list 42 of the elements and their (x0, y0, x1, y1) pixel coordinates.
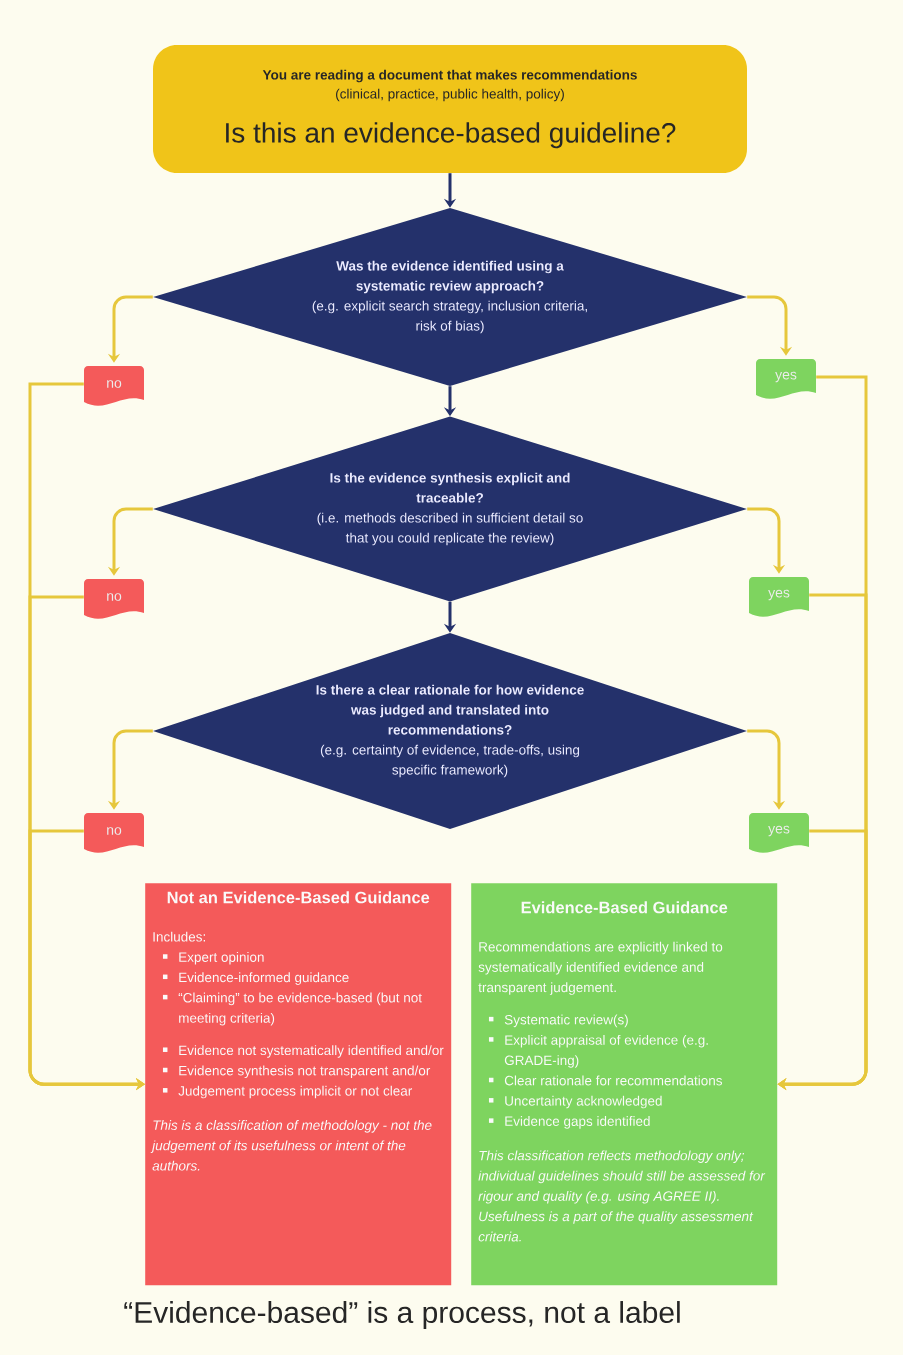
body-text: Recommendations are explicitly linked to systematically identified evidence and transparent judgement. (478, 941, 723, 995)
panel-heading: Evidence-Based Guidance (521, 901, 728, 914)
question-text: Is the evidence synthesis explicit and traceable? (330, 472, 570, 503)
body-text: (e.g. explicit search strategy, inclusion criteria, risk of bias) (312, 300, 587, 334)
decision-diamond (153, 208, 747, 386)
list-item: Expert opinion (162, 952, 264, 965)
heading-text: You are reading a document that makes recommendations (262, 69, 637, 83)
question-text: Is this an evidence-based guideline? (226, 122, 676, 149)
panel-heading: Not an Evidence-Based Guidance (167, 891, 430, 904)
list-item: Evidence-informed guidance (162, 972, 349, 985)
question-text: Is there a clear rationale for how evidence was judged and translated into recommendations? (316, 684, 584, 735)
no-label: no (84, 813, 144, 853)
no-label: no (84, 366, 144, 406)
note-text: This classification reflects methodology only; individual guidelines should still be assessed for rigour and quality (e.g. using AGREE II). Usefulness is a part of the quality assessment criteria. (478, 1150, 766, 1242)
result-panel (471, 883, 778, 1286)
body-text: (e.g. certainty of evidence, trade-offs, using specific framework) (320, 744, 580, 778)
no-label: no (84, 579, 144, 619)
list-item: Uncertainty acknowledged (488, 1095, 662, 1109)
list-item: Evidence gaps identified (488, 1116, 650, 1129)
tagline: “Evidence-based” is a process, not a label (124, 1301, 680, 1329)
body-text: Includes: (153, 931, 205, 942)
list-item: Judgement process implicit or not clear (162, 1085, 413, 1099)
body-text: (i.e. methods described in sufficient detail so that you could replicate the review) (317, 512, 583, 546)
question-text: Was the evidence identified using a systematic review approach? (336, 260, 564, 294)
list-item: Systematic review(s) (488, 1014, 628, 1028)
note-text: This is a classification of methodology - not the judgement of its usefulness or intent of the authors. (150, 1120, 432, 1171)
arrow (747, 507, 786, 574)
list-item: “Claiming” to be evidence-based (but not meeting criteria) (162, 992, 422, 1026)
list-item: Clear rationale for recommendations (488, 1075, 722, 1086)
decision-diamond (153, 416, 747, 602)
arrow (747, 295, 793, 356)
arrow (747, 729, 786, 810)
question-box (153, 45, 747, 173)
list-item: Evidence synthesis not transparent and/or (162, 1065, 431, 1079)
body-text: (clinical, practice, public health, policy) (336, 88, 564, 102)
decision-diamond (153, 633, 747, 829)
list-item: Explicit appraisal of evidence (e.g. GRADE-ing) (488, 1034, 708, 1068)
list-item: Evidence not systematically identified and/or (162, 1045, 444, 1058)
yes-label: yes (756, 359, 816, 399)
yes-label: yes (749, 577, 809, 617)
yes-label: yes (749, 813, 809, 853)
result-panel (145, 883, 452, 1286)
